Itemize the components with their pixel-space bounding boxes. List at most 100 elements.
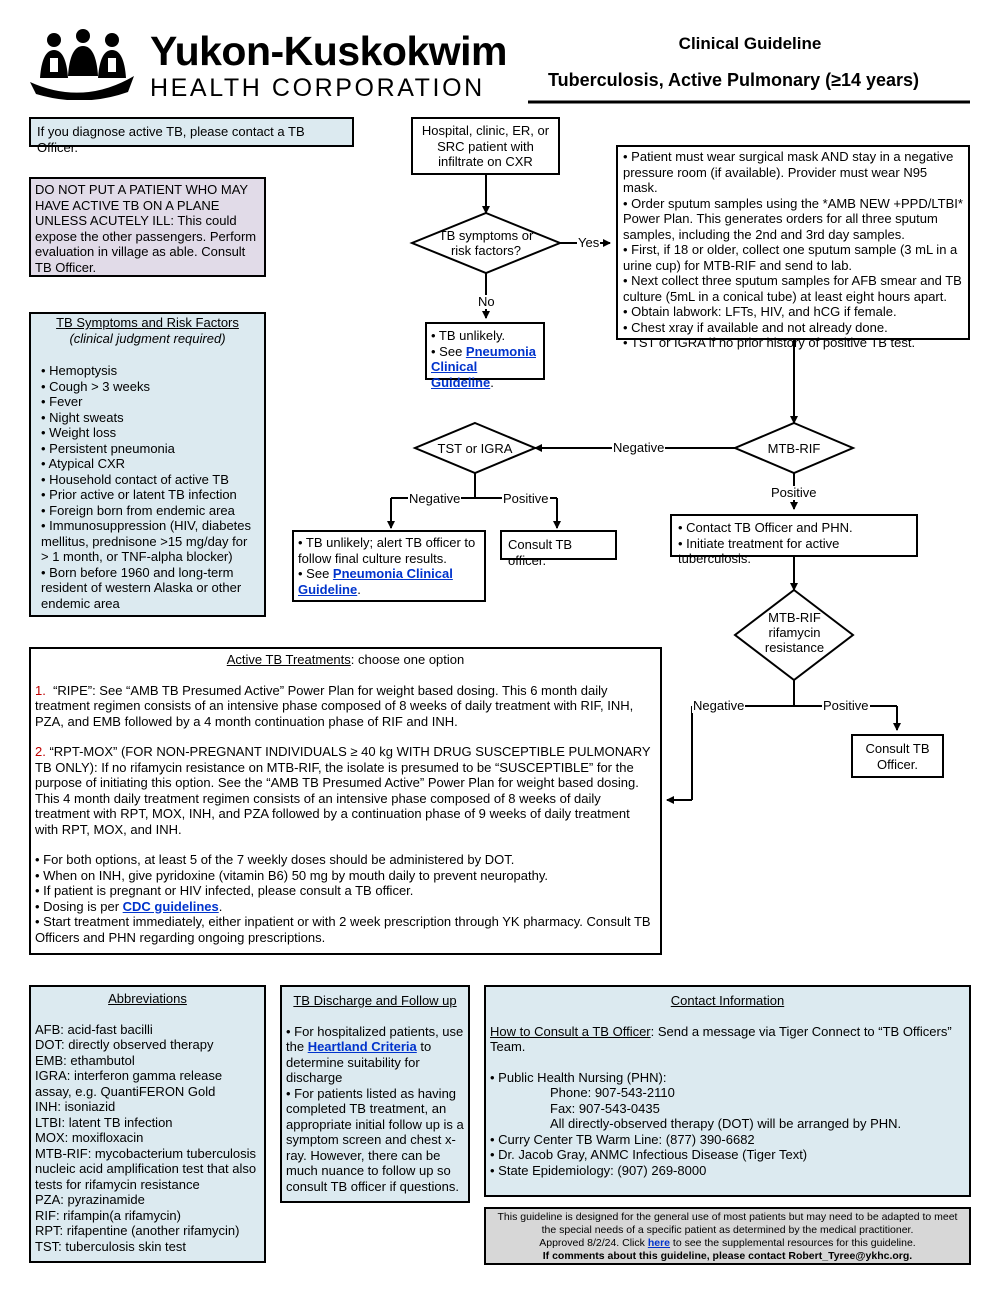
contact-notice-text: If you diagnose active TB, please contac… xyxy=(37,124,305,155)
symptom-item: • Foreign born from endemic area xyxy=(41,502,235,518)
symptom-item: • Born before 1960 and long-term residen… xyxy=(41,564,242,611)
curry-line: • Curry Center TB Warm Line: (877) 390-6… xyxy=(490,1131,755,1147)
order-item: • First, if 18 or older, collect one spu… xyxy=(623,242,958,273)
how-to-consult: How to Consult a TB Officer: Send a mess… xyxy=(490,1024,965,1055)
symptoms-subtitle: (clinical judgment required) xyxy=(69,330,226,346)
see-text-2: • See xyxy=(298,566,333,581)
b4-post: . xyxy=(218,898,223,914)
abbreviations-title: Abbreviations xyxy=(108,991,187,1006)
abbreviation-item: DOT: directly observed therapy xyxy=(35,1037,214,1052)
cdc-guidelines-link[interactable]: CDC guidelines xyxy=(122,898,219,914)
tb-unlikely-box: • TB unlikely. • See Pneumonia Clinical … xyxy=(425,322,545,390)
treatments-heading: Active TB Treatments: choose one option xyxy=(35,652,656,668)
heartland-criteria-link[interactable]: Heartland Criteria xyxy=(307,1039,417,1054)
pneumonia-link-2[interactable]: Pneumonia Clinical Guideline xyxy=(298,566,453,597)
start-box: Hospital, clinic, ER, or SRC patient wit… xyxy=(411,117,560,175)
diamond-resistance xyxy=(733,588,855,682)
treat-bullet-4: • Dosing is per CDC guidelines. xyxy=(35,899,656,915)
symptoms-list: • Hemoptysis• Cough > 3 weeks• Fever• Ni… xyxy=(41,363,254,611)
ykhc-logo xyxy=(28,28,138,101)
negative-label-2: Negative xyxy=(408,491,462,506)
symptoms-box: TB Symptoms and Risk Factors (clinical j… xyxy=(29,312,266,617)
here-link[interactable]: here xyxy=(647,1237,670,1249)
negative-label-1: Negative xyxy=(612,440,666,455)
option-1-text: “RIPE”: See “AMB TB Presumed Active” Pow… xyxy=(35,682,634,729)
page-title: Tuberculosis, Active Pulmonary (≥14 year… xyxy=(548,70,920,90)
order-item: • Patient must wear surgical mask AND st… xyxy=(623,149,954,195)
doc-type: Clinical Guideline xyxy=(678,34,822,53)
discharge-title: TB Discharge and Follow up xyxy=(293,993,457,1008)
p1-post: to determine suitability for discharge xyxy=(286,1039,432,1085)
treatments-title-suffix: : choose one option xyxy=(350,652,465,667)
discharge-p2: • For patients listed as having complete… xyxy=(286,1085,464,1194)
see-text: • See xyxy=(431,343,466,359)
period-2: . xyxy=(357,581,361,597)
consult-officer-text: Consult TB officer. xyxy=(508,537,573,568)
symptom-item: • Household contact of active TB xyxy=(41,471,229,487)
resistance-label: MTB-RIF rifamycin resistance xyxy=(764,610,825,655)
abbreviation-item: TST: tuberculosis skin test xyxy=(35,1238,186,1254)
footer-line2-pre: Approved 8/2/24. Click xyxy=(539,1237,648,1249)
positive-label-1: Positive xyxy=(770,485,818,500)
symptom-item: • Weight loss xyxy=(41,425,117,440)
treatments-title: Active TB Treatments xyxy=(226,652,351,667)
phn-heading: • Public Health Nursing (PHN): xyxy=(490,1069,667,1085)
symptom-item: • Cough > 3 weeks xyxy=(41,378,150,394)
discharge-box: TB Discharge and Follow up • For hospita… xyxy=(280,985,470,1203)
abbreviation-item: INH: isoniazid xyxy=(35,1099,116,1114)
footer-line2: Approved 8/2/24. Click here to see the s… xyxy=(494,1237,961,1250)
treat-bullet-2: • When on INH, give pyridoxine (vitamin … xyxy=(35,867,549,883)
abbreviation-item: PZA: pyrazinamide xyxy=(35,1192,145,1207)
pneumonia-link[interactable]: Pneumonia Clinical Guideline xyxy=(431,343,536,390)
positive-label-2: Positive xyxy=(502,491,550,506)
symptom-item: • Hemoptysis xyxy=(41,363,118,378)
footer-line2-post: to see the supplemental resources for th… xyxy=(670,1237,916,1249)
symptom-item: • Atypical CXR xyxy=(41,456,126,471)
discharge-p1: • For hospitalized patients, use the Hea… xyxy=(286,1024,464,1086)
contact-title: Contact Information xyxy=(670,993,785,1008)
how-label: How to Consult a TB Officer xyxy=(490,1023,651,1039)
phn-dot: All directly-observed therapy (DOT) will… xyxy=(550,1116,902,1131)
abbreviation-item: RIF: rifampin(a rifamycin) xyxy=(35,1207,181,1223)
abbreviation-item: IGRA: interferon gamma release assay, e.… xyxy=(35,1068,223,1099)
consult-officer-box-2: Consult TB Officer. xyxy=(851,734,944,778)
treatments-box: Active TB Treatments: choose one option … xyxy=(29,647,662,955)
plane-warning-text: DO NOT PUT A PATIENT WHO MAY HAVE ACTIVE… xyxy=(35,182,257,275)
plane-warning: DO NOT PUT A PATIENT WHO MAY HAVE ACTIVE… xyxy=(29,177,266,277)
org-name: Yukon-Kuskokwim HEALTH CORPORATION xyxy=(150,28,520,102)
org-line1: Yukon-Kuskokwim xyxy=(150,28,508,74)
footer-line3: If comments about this guideline, please… xyxy=(542,1250,913,1262)
option-2: 2. “RPT-MOX” (FOR NON-PREGNANT INDIVIDUA… xyxy=(35,744,656,837)
symptom-item: • Prior active or latent TB infection xyxy=(41,487,237,502)
phn-phone: Phone: 907-543-2110 xyxy=(550,1085,675,1100)
symptom-item: • Fever xyxy=(41,394,83,409)
orders-box: • Patient must wear surgical mask AND st… xyxy=(616,145,970,350)
contact-info-box: Contact Information How to Consult a TB … xyxy=(484,985,971,1197)
diamond-mtb-rif xyxy=(732,421,856,475)
symptom-item: • Immunosuppression (HIV, diabetes melli… xyxy=(41,518,252,564)
order-item: • Next collect three sputum samples for … xyxy=(623,273,962,304)
mtb-rif-label: MTB-RIF xyxy=(767,441,821,456)
org-line2: HEALTH CORPORATION xyxy=(150,74,485,102)
symptom-item: • Persistent pneumonia xyxy=(41,440,175,456)
contact-phn-text: • Contact TB Officer and PHN. xyxy=(678,520,853,535)
initiate-text: • Initiate treatment for active tubercul… xyxy=(678,535,840,567)
order-item: • TST or IGRA if no prior history of pos… xyxy=(623,335,916,350)
footer-box: This guideline is designed for the gener… xyxy=(484,1207,971,1265)
epi-line: • State Epidemiology: (907) 269-8000 xyxy=(490,1162,707,1178)
treat-bullet-3: • If patient is pregnant or HIV infected… xyxy=(35,883,414,898)
option-2-text: “RPT-MOX” (FOR NON-PREGNANT INDIVIDUALS … xyxy=(35,744,651,837)
abbreviation-item: MOX: moxifloxacin xyxy=(35,1130,144,1145)
phn-fax: Fax: 907-543-0435 xyxy=(550,1100,660,1116)
tst-negative-box: • TB unlikely; alert TB officer to follo… xyxy=(292,530,486,602)
initiate-box: • Contact TB Officer and PHN. • Initiate… xyxy=(670,514,918,566)
option-1-num: 1. xyxy=(35,682,46,698)
yes-label: Yes xyxy=(577,235,601,250)
symptom-item: • Night sweats xyxy=(41,409,124,425)
treat-bullet-1: • For both options, at least 5 of the 7 … xyxy=(35,852,515,867)
tb-unlikely-text: • TB unlikely. xyxy=(431,328,506,343)
consult-officer-box: Consult TB officer. xyxy=(500,530,617,568)
b4-pre: • Dosing is per xyxy=(35,898,123,914)
